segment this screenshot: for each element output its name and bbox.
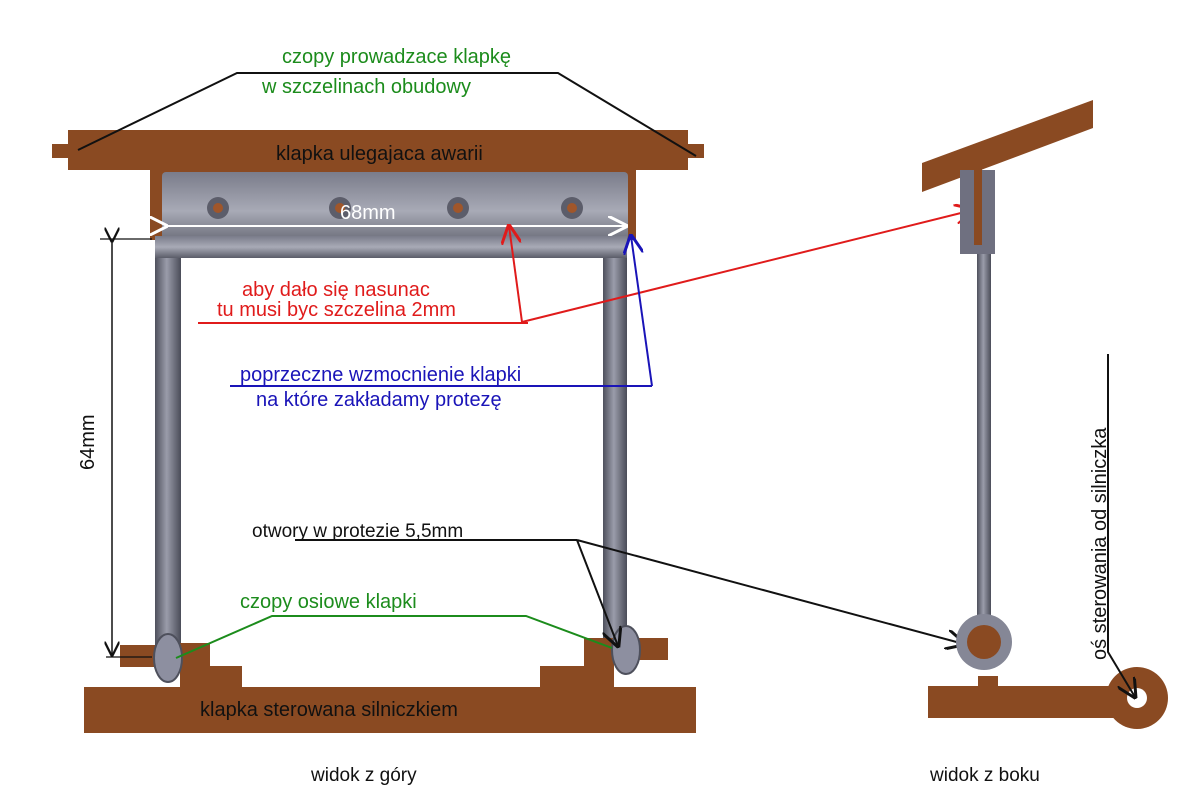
side-view	[922, 100, 1168, 729]
motor-axis-label: oś sterowania od silniczka	[1089, 427, 1111, 660]
side-view-caption: widok z boku	[930, 765, 1040, 786]
motor-flap-label: klapka sterowana silniczkiem	[200, 699, 458, 721]
axle-pins-label: czopy osiowe klapki	[240, 591, 417, 613]
guide-pins-leader	[77, 72, 697, 157]
top-view-caption: widok z góry	[311, 765, 417, 786]
slot-note-line2: tu musi byc szczelina 2mm	[217, 299, 456, 321]
holes-leader	[295, 539, 964, 646]
side-failing-flap	[922, 100, 1093, 192]
guide-pins-label-line2: w szczelinach obudowy	[262, 76, 471, 98]
motor-flap	[84, 638, 696, 733]
axle-pins-leader	[175, 615, 613, 659]
rivet-holes	[207, 197, 583, 219]
reinforcement-label-line2: na które zakładamy protezę	[256, 389, 502, 411]
slot-note-leader	[198, 210, 973, 324]
motor-axis-hole	[1127, 688, 1147, 708]
failing-flap-label: klapka ulegajaca awarii	[276, 143, 483, 165]
height-dimension-label: 64mm	[77, 414, 99, 470]
guide-pins-label-line1: czopy prowadzace klapkę	[282, 46, 512, 68]
reinforcement-label-line1: poprzeczne wzmocnienie klapki	[240, 364, 522, 386]
reinforcement-leader	[230, 236, 653, 387]
holes-label: otwory w protezie 5,5mm	[252, 521, 464, 542]
side-rod	[977, 254, 991, 619]
slot-note-line1: aby dało się nasunac	[242, 279, 430, 301]
motor-axis-leader	[1107, 354, 1135, 697]
height-dimension	[100, 239, 152, 658]
width-dimension-label: 68mm	[340, 202, 396, 224]
